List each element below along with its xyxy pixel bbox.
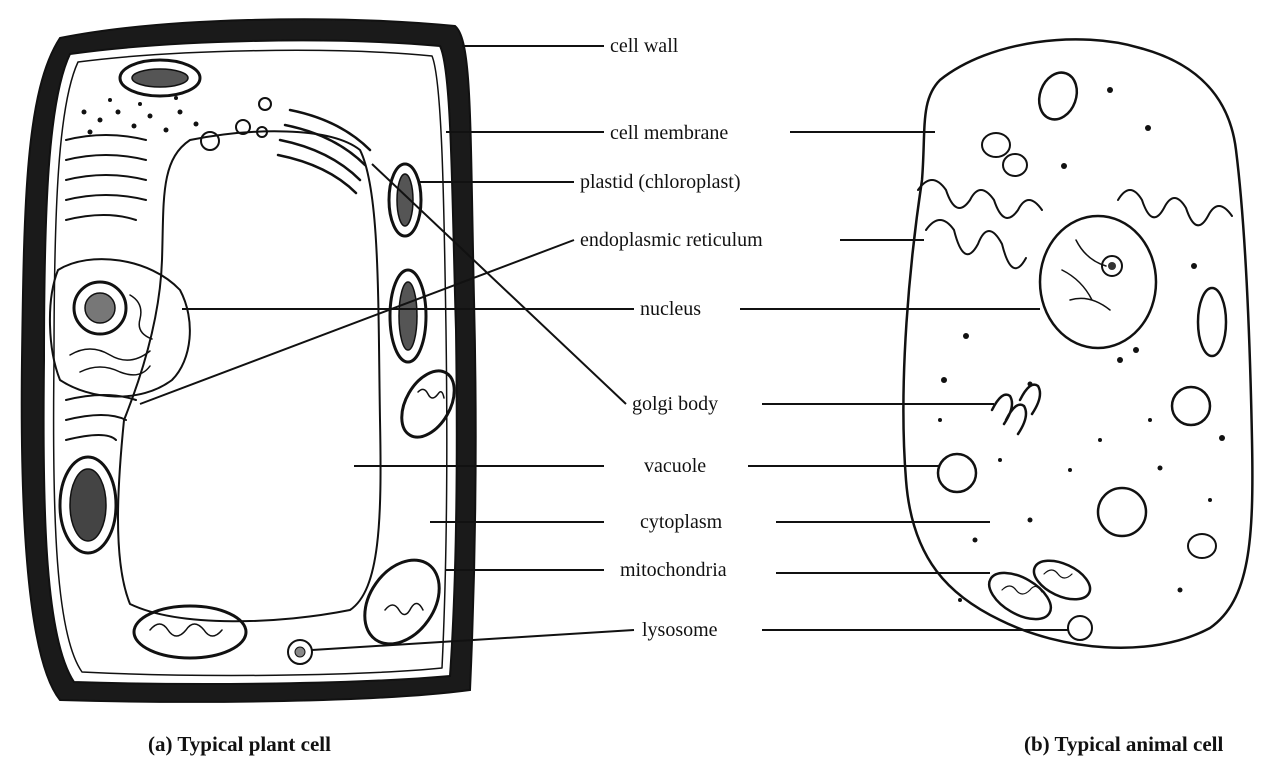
caption-animal-cell: (b) Typical animal cell bbox=[1024, 732, 1223, 756]
label-golgi-body: golgi body bbox=[632, 393, 718, 415]
animal-golgi-body bbox=[992, 385, 1040, 434]
labels: cell wall cell membrane plastid (chlorop… bbox=[580, 35, 763, 641]
animal-lysosome bbox=[1068, 616, 1092, 640]
label-plastid: plastid (chloroplast) bbox=[580, 171, 741, 193]
label-endoplasmic-reticulum: endoplasmic reticulum bbox=[580, 229, 763, 251]
label-mitochondria: mitochondria bbox=[620, 559, 727, 581]
animal-vacuoles bbox=[938, 133, 1216, 558]
captions: (a) Typical plant cell (b) Typical anima… bbox=[148, 732, 1223, 756]
label-cell-wall: cell wall bbox=[610, 35, 679, 57]
label-nucleus: nucleus bbox=[640, 298, 701, 320]
animal-endoplasmic-reticulum bbox=[918, 180, 1232, 268]
caption-plant-cell: (a) Typical plant cell bbox=[148, 732, 331, 756]
plant-cell bbox=[22, 19, 476, 702]
animal-cell bbox=[903, 39, 1252, 647]
animal-nucleus bbox=[1040, 216, 1156, 348]
label-lysosome: lysosome bbox=[642, 619, 718, 641]
label-vacuole: vacuole bbox=[644, 455, 706, 477]
label-cytoplasm: cytoplasm bbox=[640, 511, 723, 533]
label-cell-membrane: cell membrane bbox=[610, 122, 728, 144]
